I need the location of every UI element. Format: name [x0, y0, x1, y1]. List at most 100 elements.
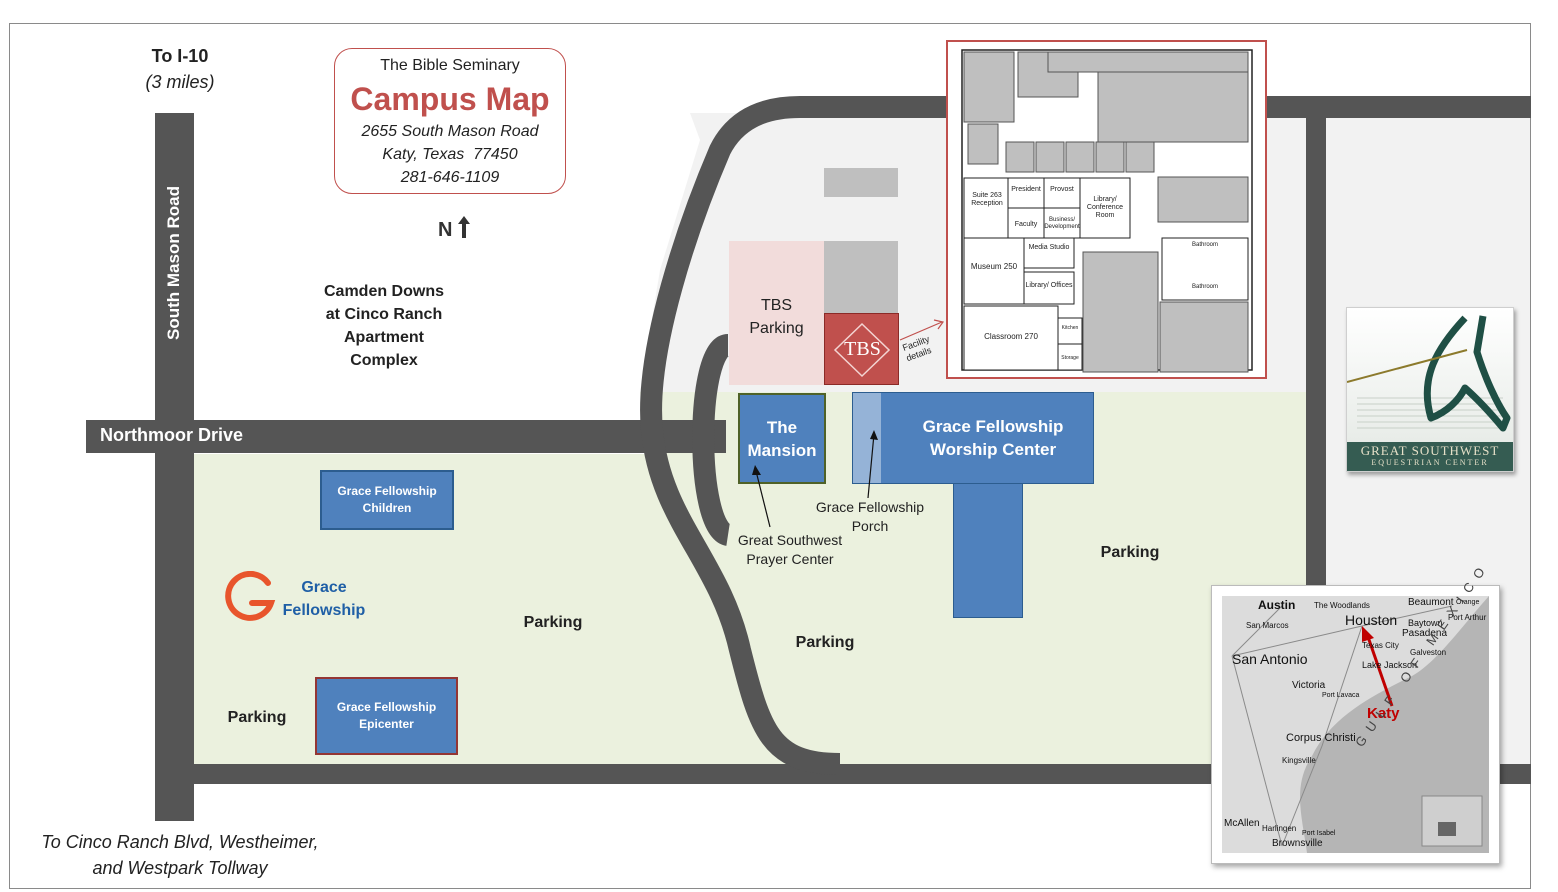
- city-lake-jackson: Lake Jackson: [1362, 660, 1418, 670]
- grace-fellowship-epicenter[interactable]: Grace Fellowship Epicenter: [315, 677, 458, 755]
- tbs-parking-label: TBS Parking: [729, 294, 824, 340]
- seminary-name: The Bible Seminary: [380, 57, 520, 74]
- porch-label: Grace Fellowship Porch: [800, 498, 940, 536]
- city-woodlands: The Woodlands: [1314, 601, 1370, 610]
- tbs-parking-line1: TBS: [760, 297, 793, 314]
- grace-logo-text: Grace Fellowship: [278, 576, 370, 622]
- gray-building-small: [824, 168, 898, 197]
- room-provost[interactable]: Provost: [1050, 186, 1074, 193]
- porch-line2: Porch: [851, 518, 889, 534]
- address-line1: 2655 South Mason Road: [361, 123, 539, 140]
- green-area: [194, 392, 1306, 764]
- grace-logo-icon: [225, 571, 276, 621]
- south-note-line1: To Cinco Ranch Blvd, Westheimer,: [41, 832, 319, 852]
- city-baytown: Baytown: [1408, 618, 1443, 628]
- gray-building-tall: [824, 241, 898, 313]
- loop-road: [640, 96, 1531, 775]
- north-label: N: [438, 219, 453, 241]
- the-mansion[interactable]: The Mansion: [738, 393, 826, 484]
- room-library-conference[interactable]: Library/ Conference Room: [1086, 196, 1124, 220]
- tbs-logo-text: TBS: [844, 338, 881, 360]
- katy-label: Katy: [1367, 705, 1400, 722]
- room-bathroom-1[interactable]: Bathroom: [1191, 242, 1218, 248]
- city-port-isabel: Port Isabel: [1302, 830, 1336, 837]
- city-victoria: Victoria: [1292, 680, 1326, 691]
- city-san-antonio: San Antonio: [1232, 651, 1308, 667]
- city-orange: Orange: [1456, 599, 1480, 606]
- city-texas-city: Texas City: [1362, 641, 1399, 650]
- room-business-development[interactable]: Business/ Development: [1044, 217, 1080, 230]
- camden-line4: Complex: [350, 352, 418, 369]
- camden-line3: Apartment: [343, 329, 424, 346]
- city-san-marcos: San Marcos: [1246, 621, 1289, 630]
- epicenter-line1: Grace Fellowship: [336, 700, 437, 714]
- mansion-line2: Mansion: [747, 440, 817, 460]
- south-note-line2: and Westpark Tollway: [92, 858, 268, 878]
- to-i10-label: To I-10: [151, 46, 209, 66]
- room-kitchen[interactable]: Kitchen: [1061, 325, 1079, 331]
- worship-line2: Worship Center: [929, 440, 1057, 459]
- parking-label-center: Parking: [795, 634, 855, 651]
- prayer-arrow-icon: [752, 465, 771, 528]
- floor-plan[interactable]: Suite 263 Reception President Provost Li…: [946, 40, 1267, 379]
- camden-downs-label: Camden Downs at Cinco Ranch Apartment Co…: [294, 280, 474, 372]
- porch-line1: Grace Fellowship: [815, 499, 925, 515]
- room-president[interactable]: President: [1011, 186, 1041, 193]
- northmoor-drive-label: Northmoor Drive: [100, 425, 244, 445]
- room-classroom-270[interactable]: Classroom 270: [984, 332, 1038, 341]
- city-port-arthur: Port Arthur: [1448, 613, 1487, 622]
- camden-line2: at Cinco Ranch: [325, 306, 443, 323]
- room-museum-250[interactable]: Museum 250: [970, 262, 1018, 271]
- prayer-center-label: Great Southwest Prayer Center: [720, 531, 860, 569]
- horse-icon: [1347, 315, 1511, 432]
- equestrian-line1: GREAT SOUTHWEST: [1360, 443, 1500, 458]
- room-media-studio[interactable]: Media Studio: [1028, 244, 1070, 251]
- city-galveston: Galveston: [1410, 648, 1447, 657]
- room-bathroom-2[interactable]: Bathroom: [1191, 284, 1218, 290]
- grace-line1: Grace: [301, 579, 347, 596]
- prayer-line2: Prayer Center: [746, 551, 834, 567]
- room-faculty[interactable]: Faculty: [1014, 221, 1038, 228]
- children-line1: Grace Fellowship: [337, 484, 437, 498]
- inset-map-drawing: [1222, 596, 1489, 853]
- city-houston: Houston: [1345, 612, 1398, 628]
- epicenter-line2: Epicenter: [359, 717, 414, 731]
- children-line2: Children: [362, 501, 412, 515]
- equestrian-center-logo: GREAT SOUTHWEST EQUESTRIAN CENTER: [1346, 307, 1514, 472]
- parking-label-southwest: Parking: [227, 709, 287, 726]
- room-library-offices[interactable]: Library/ Offices: [1025, 282, 1073, 289]
- room-storage[interactable]: Storage: [1061, 355, 1079, 361]
- porch-arrow-icon: [867, 430, 878, 499]
- worship-line1: Grace Fellowship: [922, 417, 1064, 436]
- camden-line1: Camden Downs: [323, 283, 444, 300]
- map-title: Campus Map: [350, 81, 550, 117]
- city-brownsville: Brownsville: [1272, 838, 1323, 849]
- city-kingsville: Kingsville: [1282, 756, 1316, 765]
- south-mason-road: [155, 113, 194, 821]
- city-mcallen: McAllen: [1224, 818, 1260, 829]
- title-box: The Bible Seminary Campus Map 2655 South…: [334, 48, 566, 194]
- worship-center-wing[interactable]: [953, 482, 1023, 618]
- inset-map[interactable]: Austin The Woodlands Beaumont Orange San…: [1211, 558, 1500, 864]
- north-indicator: N: [438, 216, 471, 242]
- address-line2: Katy, Texas 77450: [382, 146, 518, 163]
- south-mason-road-label: South Mason Road: [164, 186, 183, 340]
- parking-label-east: Parking: [1100, 544, 1160, 561]
- grace-line2: Fellowship: [282, 602, 366, 619]
- prayer-line1: Great Southwest: [737, 532, 843, 548]
- tbs-parking-area: [729, 241, 824, 385]
- tbs-logo-icon: [833, 322, 891, 378]
- city-beaumont: Beaumont: [1408, 597, 1454, 608]
- parking-label-west: Parking: [523, 614, 583, 631]
- to-i10-distance: (3 miles): [145, 72, 215, 92]
- equestrian-name-bar: GREAT SOUTHWEST EQUESTRIAN CENTER: [1347, 442, 1513, 471]
- city-port-lavaca: Port Lavaca: [1322, 692, 1360, 699]
- grace-fellowship-children[interactable]: Grace Fellowship Children: [320, 470, 454, 530]
- north-arrow-icon: [458, 216, 471, 238]
- city-corpus-christi: Corpus Christi: [1286, 732, 1356, 744]
- tbs-building[interactable]: TBS: [824, 313, 899, 385]
- room-suite-263[interactable]: Suite 263 Reception: [971, 192, 1003, 208]
- circle-drive: [692, 334, 733, 546]
- grace-fellowship-worship-center[interactable]: Grace Fellowship Worship Center: [852, 392, 1094, 484]
- facility-arrow-icon: [899, 319, 945, 341]
